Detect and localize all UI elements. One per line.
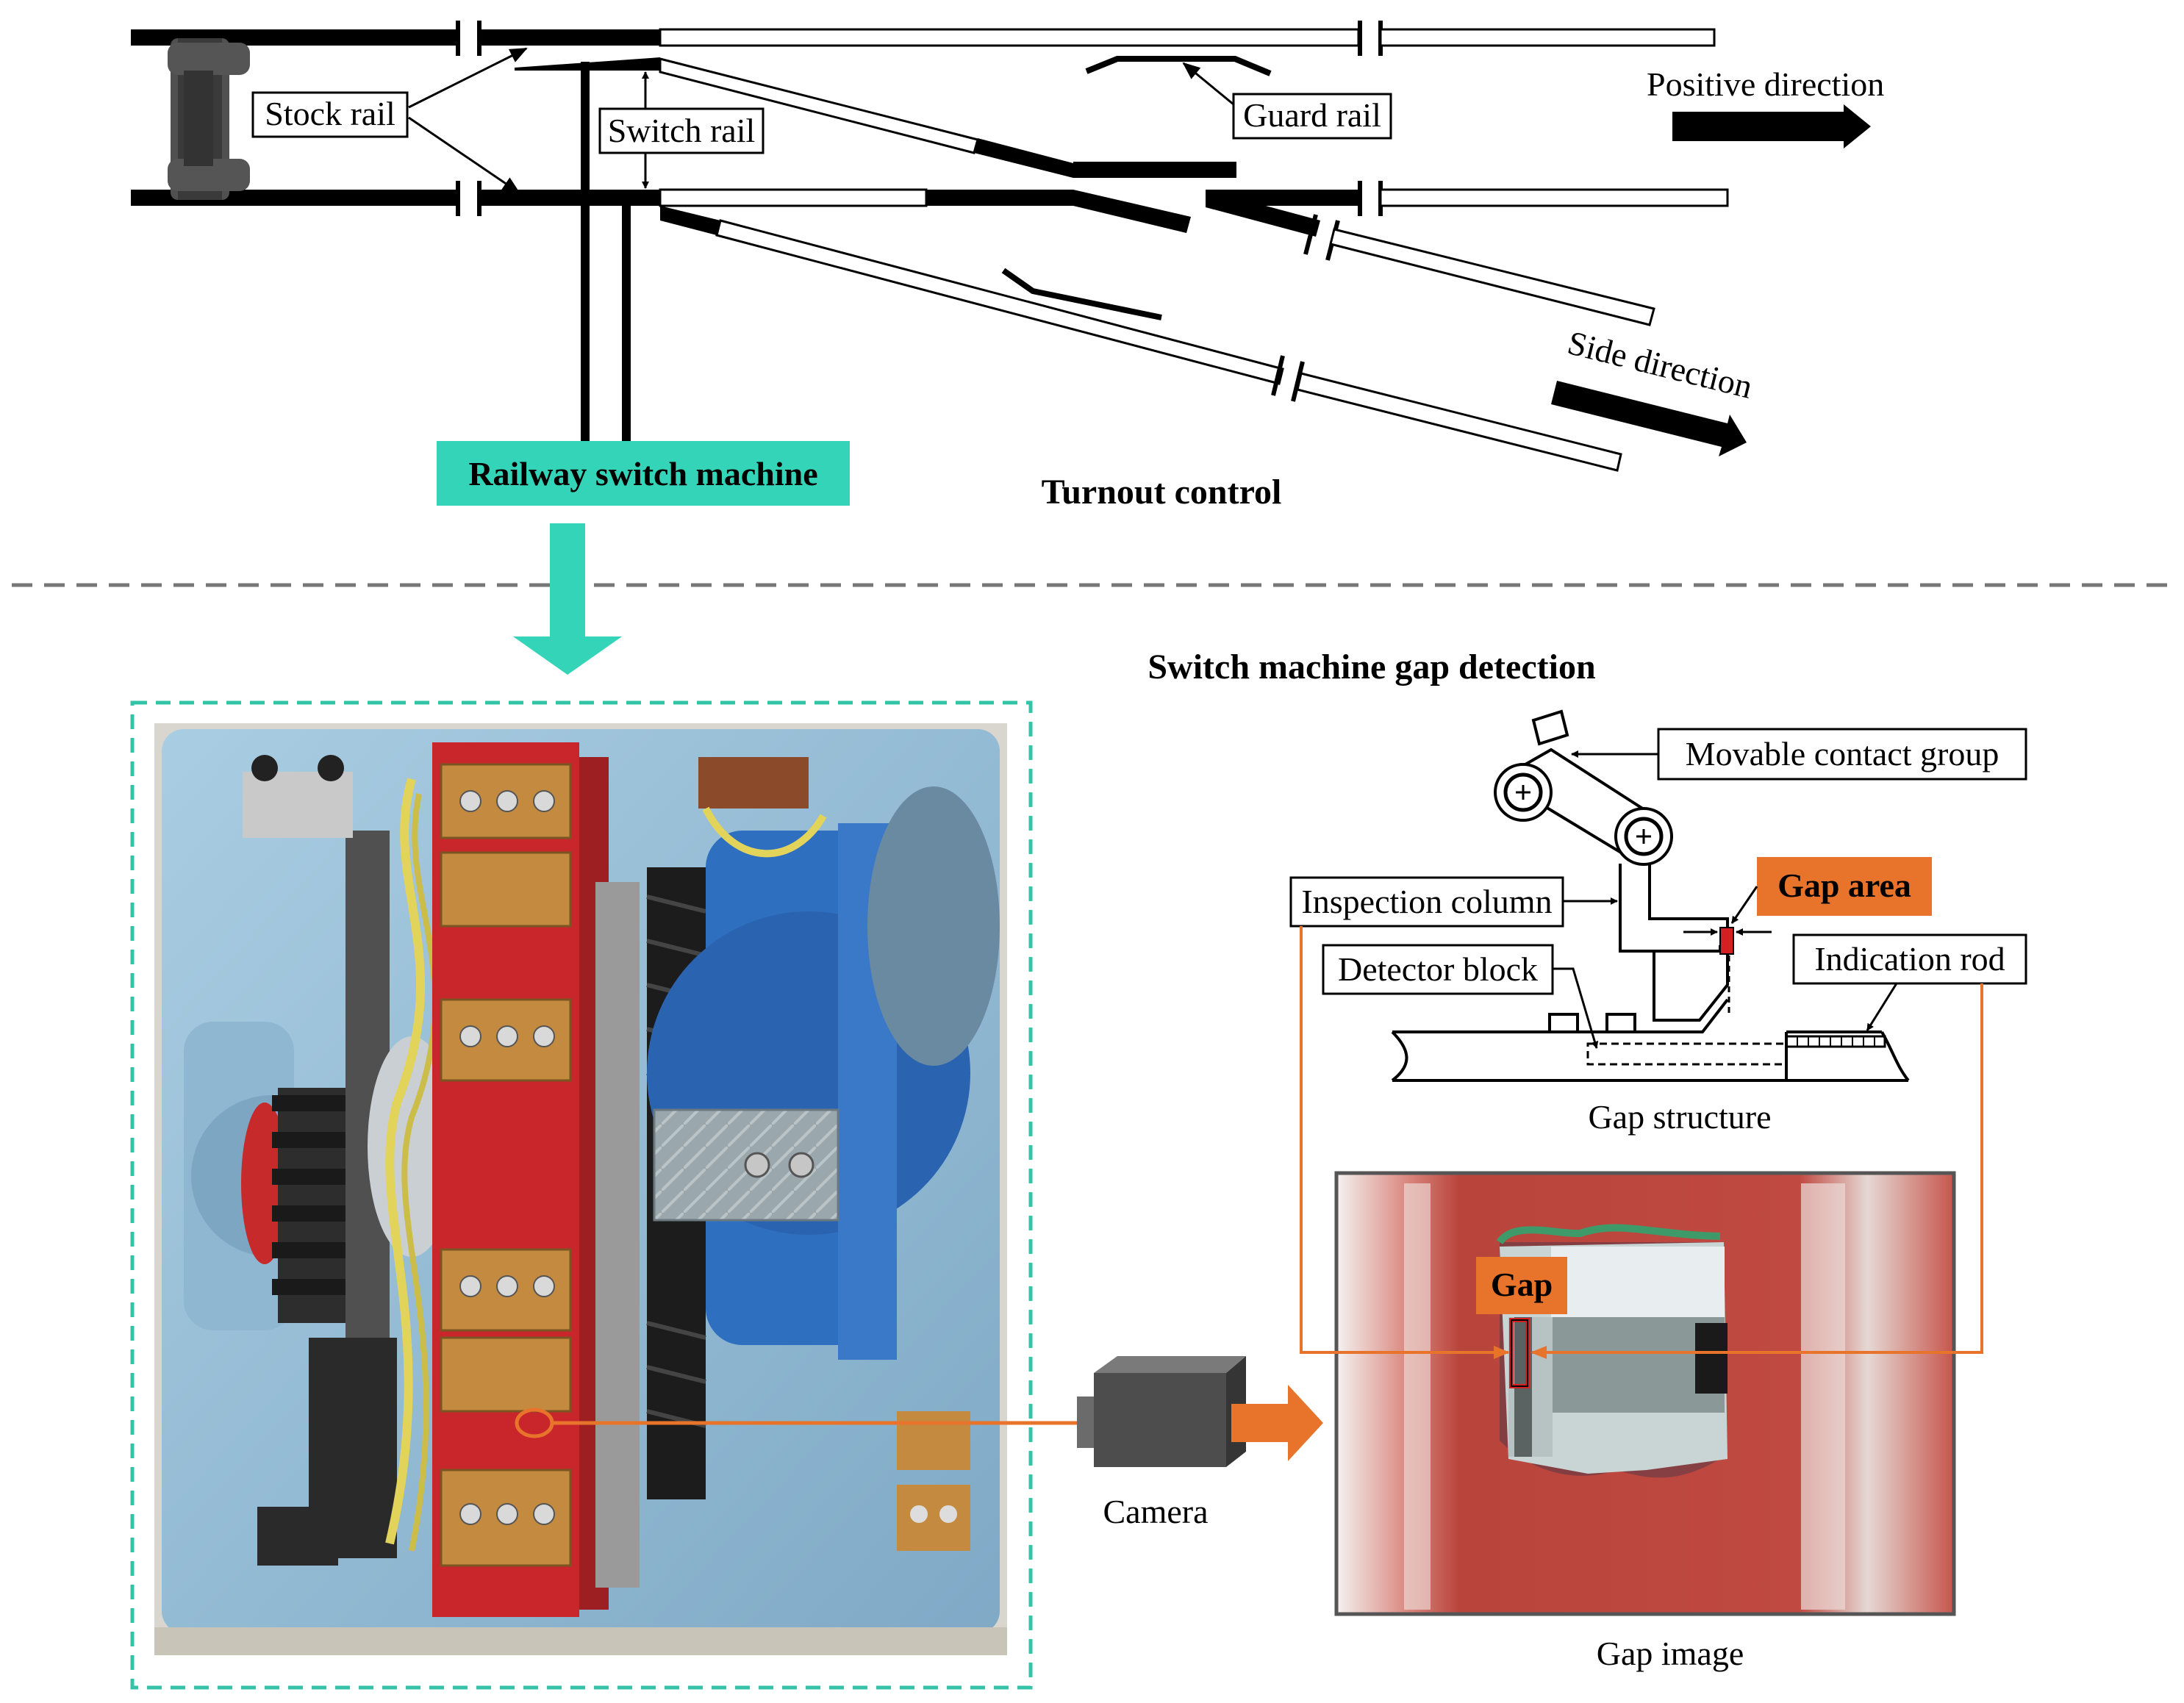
svg-text:Stock rail: Stock rail [265, 95, 395, 132]
svg-text:Gap: Gap [1491, 1266, 1553, 1303]
svg-text:Gap area: Gap area [1777, 867, 1911, 904]
gap-structure-diagram: Movable contact group Gap area Inspectio… [1289, 709, 2027, 1136]
inspection-column-label: Inspection column [1289, 876, 1618, 928]
switch-rod-2 [622, 206, 631, 441]
side-direction-arrow-icon [1551, 381, 1747, 456]
down-arrow-icon [513, 523, 622, 675]
gap-structure-caption: Gap structure [1588, 1098, 1771, 1136]
svg-text:Switch rail: Switch rail [608, 112, 756, 149]
upper-diverging-rail [515, 57, 1655, 326]
camera-label: Camera [1103, 1493, 1208, 1530]
guard-rail-label: Guard rail [1182, 62, 1392, 140]
svg-text:Guard rail: Guard rail [1243, 96, 1381, 134]
positive-direction-arrow-icon [1672, 104, 1871, 148]
guard-rail-upper [1085, 56, 1272, 76]
indication-rod-connector [1530, 983, 1983, 1359]
svg-text:Inspection column: Inspection column [1301, 883, 1552, 920]
turnout-track-layout: Stock rail Switch rail Guard rail Positi… [131, 21, 1884, 512]
svg-text:Railway switch machine: Railway switch machine [468, 455, 817, 492]
gap-image-caption: Gap image [1597, 1635, 1744, 1672]
switch-machine-photo [154, 723, 1007, 1655]
svg-text:Detector block: Detector block [1338, 950, 1538, 988]
gap-area-label: Gap area [1730, 857, 1932, 924]
wheelset-icon [168, 38, 250, 200]
gap-label: Gap [1476, 1257, 1567, 1314]
indication-rod-label: Indication rod [1792, 933, 2027, 1031]
side-direction-indicator: Side direction [1551, 323, 1756, 456]
positive-direction-indicator: Positive direction [1647, 65, 1884, 148]
lower-straight-rail [131, 181, 1729, 233]
svg-text:Positive direction: Positive direction [1647, 65, 1884, 103]
gap-detection-title: Switch machine gap detection [1148, 648, 1595, 686]
gap-image-photo [1334, 1171, 1956, 1616]
movable-contact-group-label: Movable contact group [1571, 728, 2027, 781]
camera-to-image-arrow-icon [1231, 1385, 1323, 1461]
turnout-control-title: Turnout control [1042, 473, 1282, 512]
upper-straight-rail [131, 21, 1716, 56]
stock-rail-label: Stock rail [251, 47, 528, 194]
railway-switch-machine-label: Railway switch machine [437, 441, 850, 506]
svg-text:Movable contact group: Movable contact group [1686, 735, 1999, 772]
switch-rail-label: Switch rail [598, 71, 765, 189]
camera-icon [1077, 1356, 1246, 1467]
lower-diverging-rail [660, 206, 1622, 472]
guard-rail-lower [1001, 268, 1162, 320]
svg-text:Indication rod: Indication rod [1814, 940, 2005, 978]
machine-photo-frame [130, 700, 1033, 1690]
switch-rod-1 [581, 62, 590, 441]
inspection-column-connector [1300, 926, 1510, 1359]
detector-block-label: Detector block [1322, 944, 1599, 1049]
